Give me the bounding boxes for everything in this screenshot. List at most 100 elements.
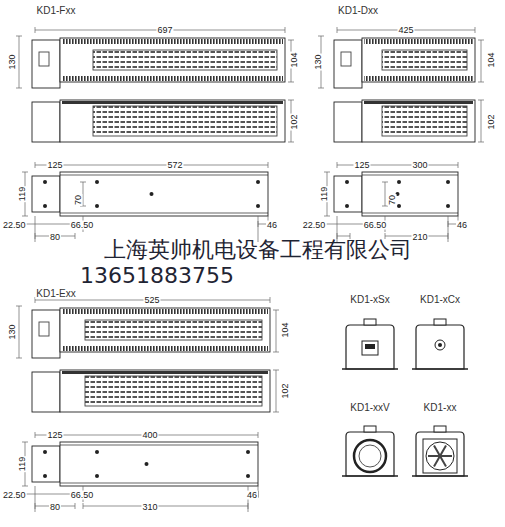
end-view	[412, 426, 468, 476]
mounting-hole	[150, 192, 154, 196]
dimension-line	[35, 233, 36, 239]
dimension-line	[273, 352, 279, 353]
end-cap	[334, 176, 362, 212]
dimension-line	[318, 88, 324, 89]
dimension-value: 104	[281, 321, 290, 338]
dimension-line	[324, 216, 330, 217]
grille	[382, 106, 467, 136]
fin-strip	[364, 76, 473, 81]
model-code: KD1-xSx	[349, 295, 390, 305]
dimension-value: 119	[18, 186, 27, 202]
dimension-line	[285, 27, 286, 33]
fin-strip	[62, 39, 283, 44]
heater-body	[362, 38, 475, 82]
dimension-value: 104	[487, 51, 496, 68]
heater-body	[60, 442, 258, 486]
dimension-value: 119	[320, 186, 329, 202]
mounting-hole	[446, 180, 450, 184]
dimension-line	[385, 182, 386, 206]
dimension-value: 125	[46, 161, 63, 170]
grille	[85, 376, 262, 406]
mounting-hole	[397, 180, 401, 184]
dimension-line	[448, 216, 449, 242]
dimension-value: 310	[141, 503, 158, 512]
dimension-value: 300	[411, 161, 428, 170]
mounting-hole	[246, 450, 250, 454]
mounting-hole	[345, 204, 349, 208]
end-view	[342, 426, 398, 476]
dimension-line	[318, 36, 324, 37]
dimension-line	[60, 445, 258, 446]
dimension-line	[288, 40, 294, 41]
model-code: KD1-Exx	[35, 289, 76, 299]
dimension-line	[75, 503, 76, 509]
dimension-value: 46	[246, 491, 258, 500]
dimension-line	[270, 297, 271, 303]
dimension-line	[478, 142, 484, 143]
end-cap	[32, 40, 60, 88]
model-code: KD1-xxV	[349, 403, 390, 413]
dimension-line	[458, 162, 459, 168]
dimension-value: 102	[281, 382, 290, 399]
grille	[85, 320, 262, 340]
dimension-line	[337, 162, 338, 168]
end-cap	[32, 372, 60, 412]
mounting-hole	[345, 180, 349, 184]
dimension-line	[35, 27, 36, 33]
dimension-value: 104	[290, 51, 299, 68]
mounting-hole	[256, 180, 260, 184]
dimension-value: 697	[156, 26, 173, 35]
mounting-hole	[256, 204, 260, 208]
model-code: KD1-xCx	[419, 295, 461, 305]
dimension-line	[60, 213, 268, 214]
dimension-line	[448, 233, 449, 239]
dimension-line	[276, 310, 277, 352]
dimension-line	[324, 172, 330, 173]
model-code: KD1-xx	[423, 403, 458, 413]
fin-strip	[62, 371, 268, 374]
dimension-line	[35, 432, 36, 438]
dimension-line	[35, 486, 36, 512]
dimension-value: 400	[141, 431, 158, 440]
dimension-value: 70	[74, 194, 83, 206]
fin-strip	[364, 101, 473, 104]
dimension-value: 46	[266, 221, 278, 230]
dimension-line	[60, 435, 258, 436]
end-cap	[32, 176, 60, 212]
dimension-line	[16, 88, 22, 89]
dimension-line	[22, 486, 28, 487]
dimension-value: 102	[290, 113, 299, 130]
terminal-box	[39, 322, 49, 336]
dimension-value: 119	[18, 456, 27, 472]
dimension-line	[16, 36, 22, 37]
dimension-line	[60, 175, 268, 176]
dimension-line	[80, 182, 86, 183]
dimension-value: 210	[411, 233, 428, 242]
fin-strip	[62, 76, 283, 81]
dimension-line	[288, 100, 294, 101]
dimension-value: 66.50	[363, 221, 388, 230]
heater-body	[60, 38, 285, 82]
dimension-value: 66.50	[70, 221, 95, 230]
heater-body	[60, 308, 270, 352]
mounting-hole	[397, 204, 401, 208]
dimension-line	[478, 40, 484, 41]
dimension-line	[276, 370, 277, 412]
line-work	[15, 27, 484, 512]
heater-body	[60, 100, 285, 142]
model-code: KD1-Fxx	[36, 6, 77, 16]
dimension-line	[16, 306, 22, 307]
dimension-line	[22, 216, 28, 217]
dimension-line	[475, 27, 476, 33]
dimension-value: 125	[353, 161, 370, 170]
mounting-hole	[95, 180, 99, 184]
dimension-value: 130	[8, 323, 17, 340]
terminal-box	[341, 52, 351, 66]
terminal-box	[39, 52, 49, 66]
dimension-line	[288, 82, 294, 83]
dimension-line	[362, 175, 458, 176]
dimension-line	[382, 182, 388, 183]
dimension-value: 70	[388, 194, 397, 206]
dimension-line	[19, 306, 20, 358]
